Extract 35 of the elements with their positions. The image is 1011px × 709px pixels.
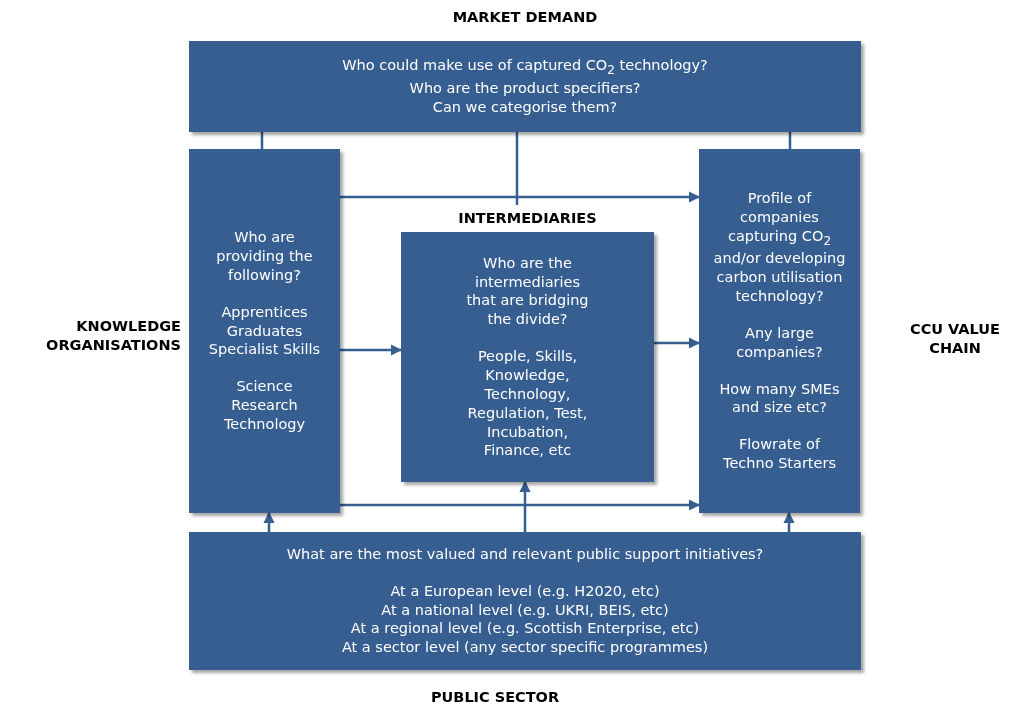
section-heading: CCU VALUE CHAIN <box>909 320 1001 358</box>
arrow <box>654 337 701 349</box>
section-heading: KNOWLEDGE ORGANISATIONS <box>45 317 181 355</box>
box-text: What are the most valued and relevant public support initiatives? <box>286 544 764 564</box>
box-text: At a national level (e.g. UKRI, BEIS, etc) <box>381 600 669 620</box>
text-box <box>189 149 340 513</box>
box-text: Can we categorise them? <box>432 97 618 117</box>
box-text: Flowrate of Techno Starters <box>722 435 837 473</box>
box-text: Who are providing the following? <box>215 228 314 285</box>
box-text: At a sector level (any sector specific programmes) <box>341 638 709 658</box>
box-text: At a European level (e.g. H2020, etc) <box>390 581 660 601</box>
box-text: Who could make use of captured CO$_{2}$ technology? <box>342 56 708 79</box>
text-box <box>699 149 860 513</box>
box-text: Apprentices Graduates Specialist Skills <box>207 302 322 360</box>
section-heading: MARKET DEMAND <box>451 8 599 27</box>
section-heading: PUBLIC SECTOR <box>429 688 561 707</box>
box-text: Who are the product specifiers? <box>409 78 641 98</box>
text-box <box>401 232 654 482</box>
box-text: Any large companies? <box>735 323 824 362</box>
arrow <box>340 499 701 511</box>
text-box <box>189 41 861 132</box>
box-text: Who are the intermediaries that are bridging the divide? <box>465 253 590 330</box>
box-text: Science Research Technology <box>222 377 307 434</box>
box-text: People, Skills, Knowledge, Technology, Regulation, Test, Incubation, Finance, etc <box>466 347 589 461</box>
text-box <box>189 532 861 670</box>
connector-line <box>515 132 519 205</box>
box-text: At a regional level (e.g. Scottish Enterprise, etc) <box>350 619 700 639</box>
box-text: Profile of companies capturing CO$_{2}$ and/or developing carbon utilisation technology? <box>713 189 846 306</box>
arrow <box>340 191 701 203</box>
box-text: How many SMEs and size etc? <box>718 379 841 418</box>
arrow <box>519 480 531 532</box>
arrow <box>263 511 275 532</box>
section-heading: INTERMEDIARIES <box>457 209 598 228</box>
arrow <box>783 511 795 532</box>
arrow <box>340 344 403 356</box>
